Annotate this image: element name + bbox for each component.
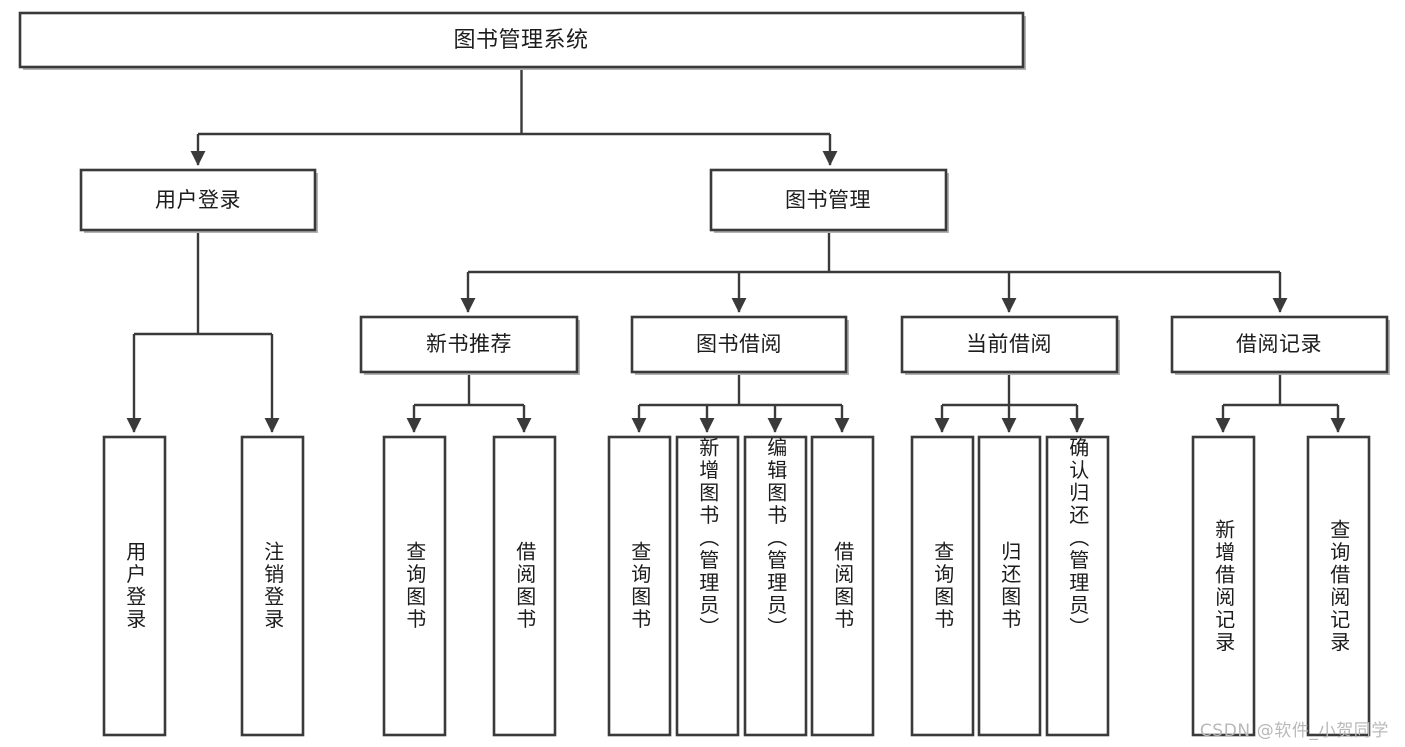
leaf-box-book-borrow-2[interactable] bbox=[675, 435, 740, 737]
node-root[interactable]: 图书管理系统 bbox=[18, 11, 1026, 70]
leaf-box-book-borrow-1[interactable] bbox=[607, 435, 672, 737]
node-book-manage-box[interactable] bbox=[709, 168, 948, 232]
leaf-box-new-book-2[interactable] bbox=[492, 435, 557, 737]
leaf-box-borrow-record-2[interactable] bbox=[1306, 435, 1371, 737]
node-current-borrow-label: 当前借阅 bbox=[966, 332, 1052, 356]
node-root-box[interactable] bbox=[18, 11, 1025, 69]
leaf-boxes-layer bbox=[102, 435, 1371, 737]
connector-layer bbox=[126, 69, 1346, 433]
node-borrow-record-box[interactable] bbox=[1170, 315, 1389, 374]
leaf-box-borrow-record-1[interactable] bbox=[1191, 435, 1256, 737]
leaf-box-user-login-2[interactable] bbox=[240, 435, 305, 737]
node-book-manage[interactable]: 图书管理 bbox=[709, 168, 949, 233]
leaf-box-new-book-1[interactable] bbox=[382, 435, 447, 737]
leaf-box-book-borrow-4[interactable] bbox=[810, 435, 875, 737]
node-book-manage-label: 图书管理 bbox=[785, 188, 871, 212]
node-book-borrow-label: 图书借阅 bbox=[696, 332, 782, 356]
leaf-box-current-borrow-3[interactable] bbox=[1045, 435, 1110, 737]
leaf-box-current-borrow-1[interactable] bbox=[910, 435, 975, 737]
node-new-book-recommend-box[interactable] bbox=[359, 315, 579, 374]
csdn-watermark: CSDN @软件_小贺同学 bbox=[1199, 721, 1389, 741]
node-current-borrow-box[interactable] bbox=[900, 315, 1119, 374]
node-current-borrow[interactable]: 当前借阅 bbox=[900, 315, 1120, 375]
node-user-login[interactable]: 用户登录 bbox=[79, 168, 318, 233]
node-new-book-recommend-label: 新书推荐 bbox=[426, 332, 512, 356]
node-new-book-recommend[interactable]: 新书推荐 bbox=[359, 315, 580, 375]
leaf-box-user-login-1[interactable] bbox=[102, 435, 167, 737]
node-user-login-box[interactable] bbox=[79, 168, 317, 232]
node-user-login-label: 用户登录 bbox=[155, 188, 241, 212]
leaf-box-current-borrow-2[interactable] bbox=[977, 435, 1042, 737]
node-book-borrow-box[interactable] bbox=[630, 315, 848, 374]
node-borrow-record-label: 借阅记录 bbox=[1236, 332, 1322, 356]
leaf-box-book-borrow-3[interactable] bbox=[743, 435, 808, 737]
node-book-borrow[interactable]: 图书借阅 bbox=[630, 315, 849, 375]
node-root-label: 图书管理系统 bbox=[453, 28, 588, 53]
node-borrow-record[interactable]: 借阅记录 bbox=[1170, 315, 1390, 375]
